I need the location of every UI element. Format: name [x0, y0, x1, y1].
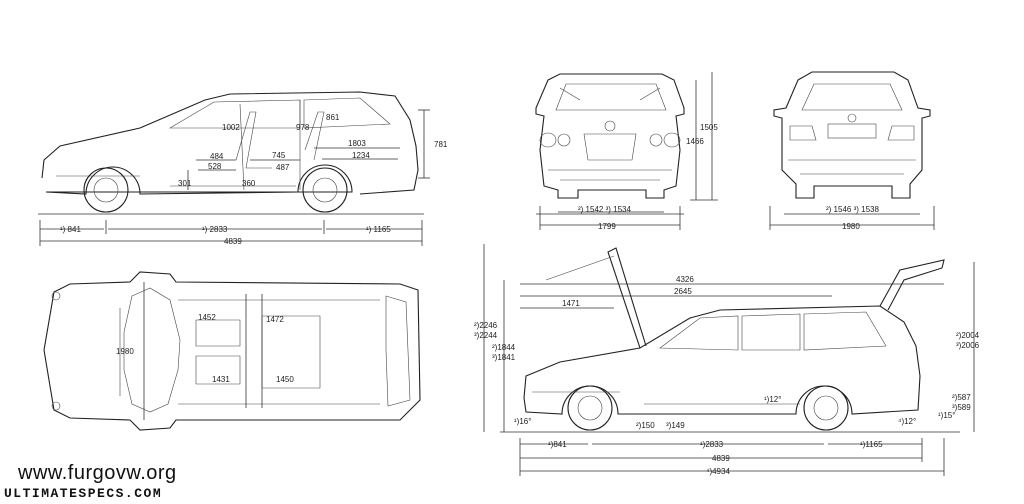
open-rear-wheel: [803, 385, 849, 431]
rear-track: ²) 1546 ³) 1538: [826, 205, 879, 214]
side-headroom-front: 1002: [222, 123, 240, 132]
side-length: 4839: [224, 237, 242, 246]
rear-view: ²) 1546 ³) 1538 1980: [769, 71, 935, 231]
open-length: 4839: [712, 454, 730, 463]
side-view: ¹) 841 ¹) 2833 ¹) 1165 4839 1002 978 861…: [38, 91, 448, 246]
side-rear-legroom: 745: [272, 151, 286, 160]
open-wheelbase-span: 2645: [674, 287, 692, 296]
open-front-wheel: [567, 385, 613, 431]
open-height-open2: ³)2244: [474, 331, 498, 340]
front-height: 1505: [700, 123, 718, 132]
star-logo-icon: [604, 120, 616, 132]
open-front-overhang: ¹)841: [548, 440, 567, 449]
open-view-body: [523, 305, 921, 415]
side-wheelbase: ¹) 2833: [202, 225, 228, 234]
side-load-length2: 1234: [352, 151, 370, 160]
open-rear-approach: ⁴)12°: [898, 417, 916, 426]
open-clearance2: ³)149: [666, 421, 685, 430]
side-rear-seat: 487: [276, 163, 290, 172]
rear-width: 1980: [842, 222, 860, 231]
open-rear-hitch2: ³)589: [952, 403, 971, 412]
side-headroom-rear: 978: [296, 123, 310, 132]
open-hood: [607, 247, 647, 349]
front-track: ²) 1542 ³) 1534: [578, 205, 631, 214]
watermark-site: www.furgovw.org: [18, 462, 177, 484]
open-height-tail2: ³)2006: [956, 341, 980, 350]
top-shoulder-front: 1452: [198, 313, 216, 322]
open-length-load: 4326: [676, 275, 694, 284]
top-view-body: [43, 271, 421, 431]
rear-wheel: [302, 167, 348, 213]
front-view: ²) 1542 ³) 1534 1799 1505 1466: [535, 72, 718, 231]
side-rear-overhang: ¹) 1165: [366, 225, 391, 234]
side-front-overhang: ¹) 841: [60, 225, 81, 234]
open-height-hood2: ³)1841: [492, 353, 516, 362]
open-view: 4326 2645 1471 ²)2246 ³)2244 ²)1844 ³)18…: [474, 244, 980, 476]
open-rear-overhang: ¹)1165: [860, 440, 883, 449]
side-seat-height: 301: [178, 179, 192, 188]
top-hip-rear: 1450: [276, 375, 294, 384]
open-rear-angle: ¹)15°: [938, 411, 955, 420]
front-height2: 1466: [686, 137, 704, 146]
front-wheel: [83, 167, 129, 213]
side-view-body: [41, 91, 419, 195]
top-shoulder-rear: 1472: [266, 315, 284, 324]
open-height-tail1: ²)2004: [956, 331, 980, 340]
side-load-length: 1803: [348, 139, 366, 148]
open-rear-hitch1: ²)587: [952, 393, 971, 402]
open-front-span: 1471: [562, 299, 580, 308]
open-ramp-angle: ¹)12°: [764, 395, 781, 404]
side-rear-dim: 861: [326, 113, 340, 122]
top-hip-front: 1431: [212, 375, 230, 384]
top-width: 1980: [116, 347, 134, 356]
side-seat-depth: 484: [210, 152, 224, 161]
side-rear-floor: 360: [242, 179, 256, 188]
front-view-body: [535, 73, 685, 199]
rear-view-body: [773, 71, 931, 199]
front-width: 1799: [598, 222, 616, 231]
open-wheelbase: ¹)2833: [700, 440, 724, 449]
side-seat-cushion: 528: [208, 162, 222, 171]
open-clearance1: ²)150: [636, 421, 655, 430]
open-tailgate: [879, 259, 945, 311]
top-view: 1980 1452 1472 1431 1450: [43, 271, 421, 431]
watermark-source: ULTIMATESPECS.COM: [4, 486, 163, 501]
side-tailgate: 781: [434, 140, 448, 149]
open-height-hood1: ²)1844: [492, 343, 516, 352]
open-length-total: ⁴)4934: [706, 467, 730, 476]
open-height-open1: ²)2246: [474, 321, 498, 330]
open-front-angle: ¹)16°: [514, 417, 531, 426]
